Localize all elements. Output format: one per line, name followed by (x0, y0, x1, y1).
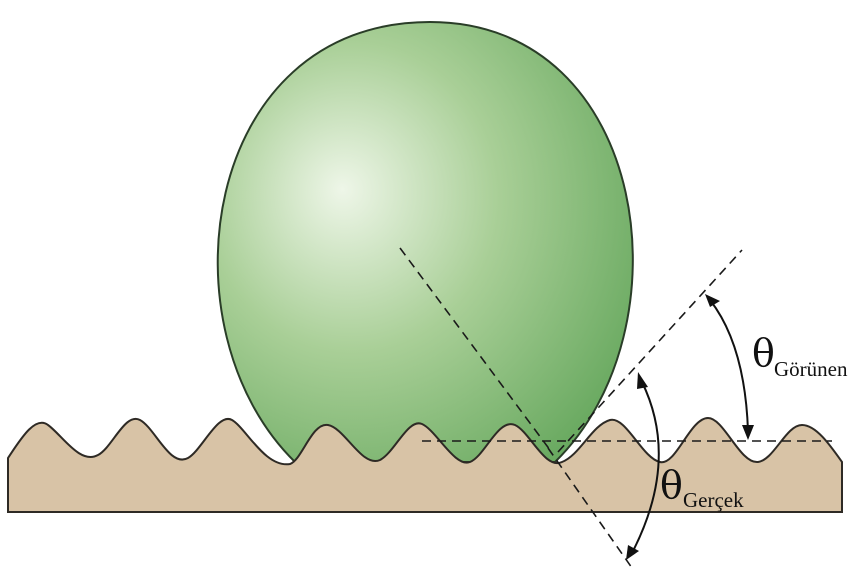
actual-angle-symbol: θ (660, 463, 683, 507)
actual-angle-subscript: Gerçek (683, 488, 744, 512)
apparent-angle-arrow-top (705, 294, 720, 307)
apparent-angle-subscript: Görünen (774, 357, 848, 381)
apparent-angle-symbol: θ (752, 331, 775, 375)
liquid-droplet (218, 22, 633, 462)
apparent-angle-arrow-bottom (742, 425, 754, 440)
actual-angle-arrow-top (637, 372, 648, 389)
apparent-angle-arc (710, 300, 748, 431)
actual-angle-arrow-bottom (626, 545, 639, 560)
